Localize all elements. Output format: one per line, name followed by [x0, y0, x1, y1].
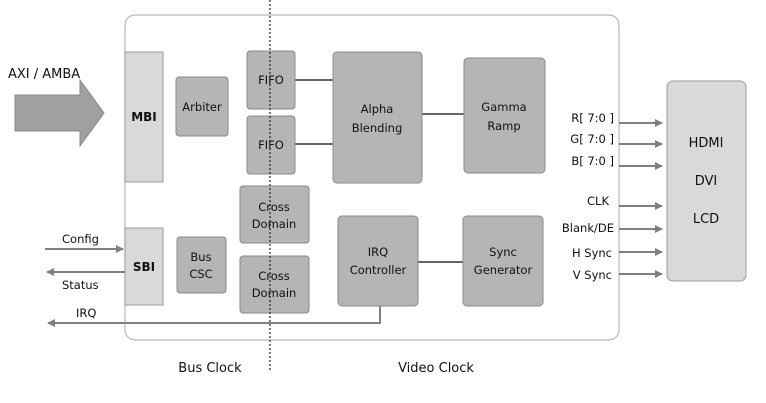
cross-bottom-label-2: Domain [252, 286, 297, 300]
buscsc-label-2: CSC [189, 267, 212, 281]
sbi-block [124, 227, 164, 306]
alpha-blending-block [332, 51, 423, 184]
sync-label-2: Generator [474, 263, 533, 277]
irq-line [47, 306, 381, 327]
gamma-ramp-block [463, 57, 546, 174]
signal-label-blank: Blank/DE [562, 221, 614, 235]
video-clock-label: Video Clock [398, 361, 474, 376]
irq-label-1: IRQ [368, 245, 388, 259]
buscsc-label-1: Bus [190, 250, 211, 264]
signal-label-hsync: H Sync [572, 246, 612, 260]
irq-label-2: Controller [350, 263, 407, 277]
cross-domain-top-block [239, 185, 310, 244]
irq-label: IRQ [76, 306, 96, 320]
output-signal-arrows [619, 119, 663, 278]
gamma-label-1: Gamma [481, 100, 526, 114]
bus-csc-block [176, 236, 227, 294]
arbiter-block [175, 76, 229, 137]
alpha-label-1: Alpha [361, 102, 394, 116]
signal-label-b: B[ 7:0 ] [571, 154, 614, 168]
sbi-label: SBI [133, 260, 155, 274]
output-label-1: HDMI [689, 136, 724, 151]
bus-clock-label: Bus Clock [178, 361, 242, 376]
cross-top-label-1: Cross [258, 200, 290, 214]
mbi-label: MBI [131, 110, 157, 124]
fifo-top-block [246, 50, 296, 110]
signal-label-vsync: V Sync [573, 268, 612, 282]
output-label-2: DVI [695, 174, 718, 189]
cross-top-label-2: Domain [252, 217, 297, 231]
arbiter-label: Arbiter [182, 100, 222, 114]
gamma-label-2: Ramp [487, 119, 520, 133]
alpha-label-2: Blending [352, 121, 403, 135]
display-output-block [666, 80, 747, 282]
signal-label-clk: CLK [587, 194, 609, 208]
mbi-block [124, 51, 164, 183]
fifo-bottom-block [246, 115, 296, 175]
fifo-top-label: FIFO [258, 73, 284, 87]
irq-controller-block [337, 215, 419, 307]
status-label: Status [62, 278, 99, 292]
cross-domain-bottom-block [239, 255, 310, 314]
sync-label-1: Sync [489, 245, 517, 259]
fifo-bottom-label: FIFO [258, 138, 284, 152]
config-label: Config [62, 232, 99, 246]
axi-label: AXI / AMBA [8, 67, 80, 82]
cross-bottom-label-1: Cross [258, 269, 290, 283]
sync-generator-block [462, 215, 544, 307]
signal-label-r: R[ 7:0 ] [571, 111, 614, 125]
signal-label-g: G[ 7:0 ] [570, 132, 614, 146]
axi-bus-arrow [14, 78, 105, 148]
output-label-3: LCD [693, 212, 719, 227]
